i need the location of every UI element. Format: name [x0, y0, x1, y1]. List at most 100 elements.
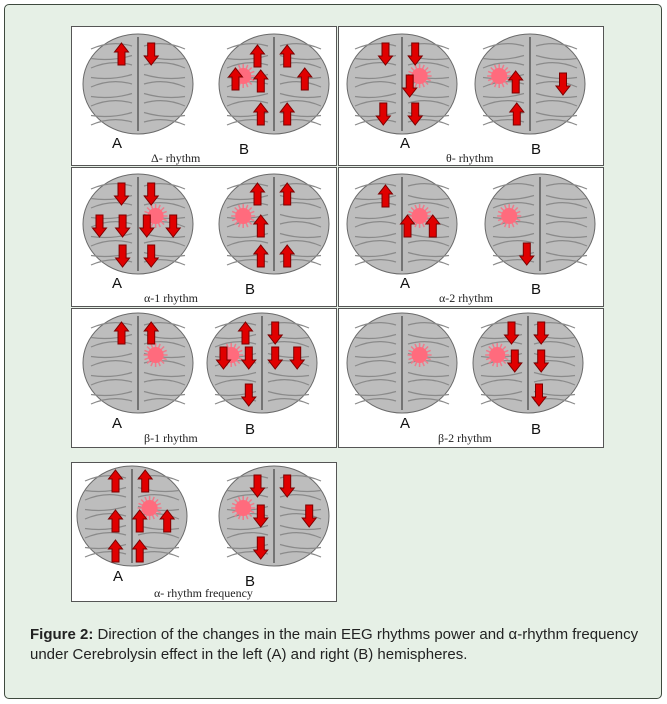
arrow-down-icon: [401, 74, 418, 98]
gyrus-line: [480, 341, 523, 348]
gyrus-line: [90, 398, 133, 405]
gyrus-line: [407, 251, 450, 258]
gyrus-line: [143, 119, 186, 126]
gyrus-line: [482, 43, 525, 50]
gyrus-line: [279, 551, 322, 558]
gyrus-line: [90, 259, 133, 266]
gyrus-line: [279, 43, 322, 50]
gyrus-line: [279, 494, 322, 501]
arrow-up-icon: [143, 321, 160, 345]
gyrus-line: [480, 398, 523, 405]
label-a: A: [400, 275, 411, 292]
gyrus-line: [143, 398, 186, 405]
gyrus-line: [407, 202, 450, 209]
gyrus-line: [545, 221, 588, 228]
rhythm-label: α- rhythm frequency: [154, 586, 253, 600]
gyrus-line: [143, 240, 186, 247]
gyrus-line: [90, 213, 133, 220]
arrow-down-icon: [533, 349, 550, 373]
gyrus-line: [143, 390, 186, 397]
gyrus-line: [535, 81, 578, 88]
gyrus-line: [407, 62, 450, 69]
label-a: A: [113, 568, 124, 585]
gyrus-line: [84, 494, 127, 501]
arrow-down-icon: [240, 383, 257, 407]
arrow-down-icon: [252, 536, 269, 560]
gyrus-line: [407, 322, 450, 329]
stimulation-spot: [411, 347, 428, 363]
arrow-down-icon: [503, 321, 520, 345]
gyrus-line: [226, 92, 269, 99]
brain-b: [218, 465, 330, 567]
stimulation-spot: [147, 208, 164, 224]
gyrus-line: [535, 92, 578, 99]
gyrus-line: [90, 371, 133, 378]
gyrus-line: [279, 92, 322, 99]
gyrus-line: [354, 213, 397, 220]
gyrus-line: [480, 322, 523, 329]
brain-a: [346, 312, 458, 414]
gyrus-line: [226, 494, 269, 501]
arrow-down-icon: [113, 182, 130, 206]
label-a: A: [112, 275, 123, 292]
gyrus-line: [407, 333, 450, 340]
arrow-up-icon: [252, 214, 269, 238]
gyrus-line: [84, 551, 127, 558]
gyrus-line: [407, 259, 450, 266]
panel-drawing: [76, 465, 330, 567]
stimulation-spot: [147, 347, 164, 363]
brain-a: [346, 33, 458, 135]
gyrus-line: [407, 194, 450, 201]
gyrus-line: [214, 379, 257, 386]
gyrus-line: [480, 390, 523, 397]
gyrus-line: [267, 398, 310, 405]
gyrus-line: [226, 43, 269, 50]
gyrus-line: [407, 100, 450, 107]
arrow-down-icon: [506, 349, 523, 373]
arrow-down-icon: [114, 244, 131, 268]
arrow-up-icon: [137, 469, 154, 493]
gyrus-line: [90, 73, 133, 80]
gyrus-line: [279, 81, 322, 88]
rhythm-label: Δ- rhythm: [151, 151, 201, 165]
gyrus-line: [492, 232, 535, 239]
gyrus-line: [279, 543, 322, 550]
gyrus-line: [545, 194, 588, 201]
gyrus-line: [226, 202, 269, 209]
gyrus-line: [354, 43, 397, 50]
arrow-up-icon: [377, 184, 394, 208]
label-a: A: [112, 135, 123, 152]
gyrus-line: [84, 543, 127, 550]
gyrus-line: [533, 341, 576, 348]
gyrus-line: [354, 352, 397, 359]
gyrus-line: [492, 202, 535, 209]
gyrus-line: [407, 240, 450, 247]
gyrus-line: [267, 379, 310, 386]
gyrus-line: [90, 360, 133, 367]
gyrus-line: [480, 371, 523, 378]
arrow-down-icon: [143, 244, 160, 268]
arrow-down-icon: [165, 214, 182, 238]
label-a: A: [400, 135, 411, 152]
stimulation-spot: [411, 208, 428, 224]
arrow-down-icon: [407, 102, 424, 126]
gyrus-line: [354, 398, 397, 405]
brain-b: [484, 173, 596, 275]
panel-drawing: [346, 173, 596, 275]
arrow-down-icon: [279, 474, 296, 498]
gyrus-line: [143, 73, 186, 80]
gyrus-line: [84, 532, 127, 539]
gyrus-line: [354, 333, 397, 340]
brain-a: [346, 173, 458, 275]
gyrus-line: [407, 371, 450, 378]
arrow-down-icon: [377, 42, 394, 66]
gyrus-line: [90, 81, 133, 88]
label-b: B: [531, 281, 542, 298]
gyrus-line: [354, 81, 397, 88]
gyrus-line: [84, 524, 127, 531]
gyrus-line: [545, 183, 588, 190]
